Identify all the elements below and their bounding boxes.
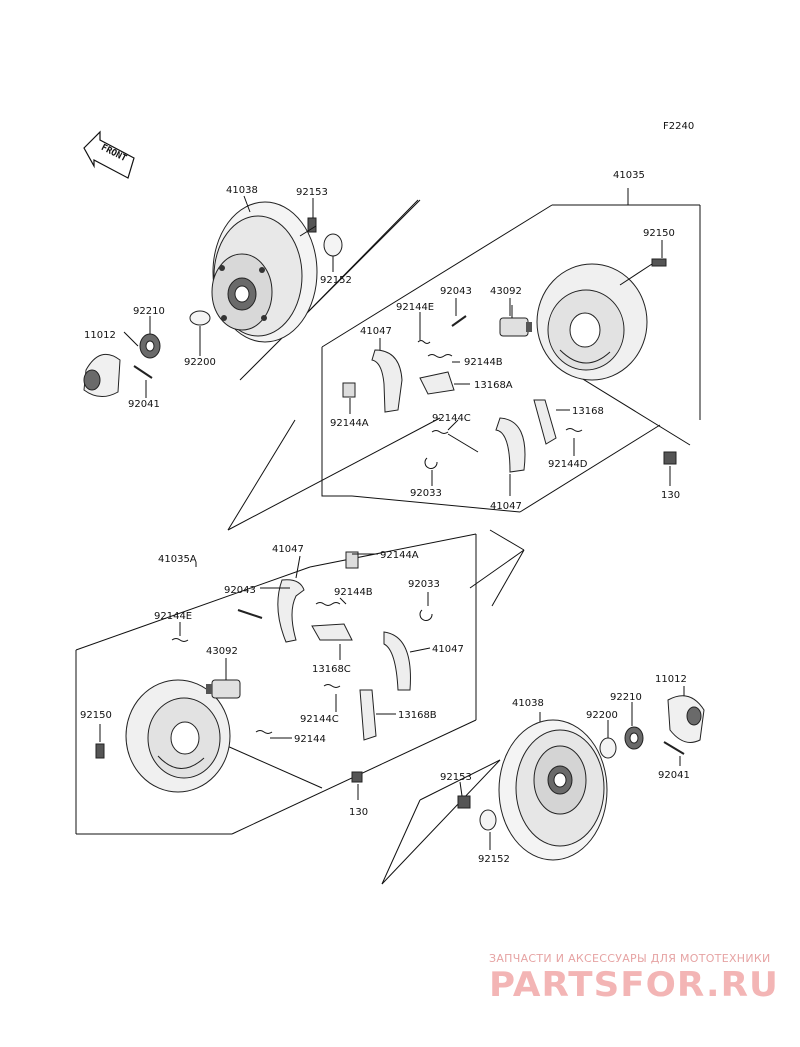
label-upper-cylinder: 43092 — [490, 286, 522, 297]
label-upper-spring-c: 92144C — [432, 413, 471, 424]
leader-lines — [99, 195, 685, 850]
label-lower-bearing: 92210 — [610, 692, 642, 703]
upper-nut — [663, 451, 677, 465]
figure-code: F2240 — [663, 121, 694, 132]
label-lower-cap: 11012 — [655, 674, 687, 685]
upper-lever — [533, 399, 557, 445]
upper-clip — [342, 382, 356, 398]
label-lower-nut: 130 — [349, 807, 368, 818]
label-upper-nut: 130 — [661, 490, 680, 501]
lower-hub-cap — [667, 695, 705, 743]
lower-panel-bolt — [95, 743, 105, 759]
upper-spring-b — [427, 354, 453, 358]
upper-lever-a — [419, 371, 455, 395]
upper-spring-c — [431, 430, 449, 434]
lower-spring-e — [171, 638, 189, 642]
label-upper-lever-a: 13168A — [474, 380, 513, 391]
upper-washer — [323, 233, 343, 257]
label-lower-bleeder: 92043 — [224, 585, 256, 596]
label-lower-shoe-b: 41047 — [432, 644, 464, 655]
upper-bearing — [139, 333, 161, 359]
label-upper-shoe-a: 41047 — [360, 326, 392, 337]
lower-spring-b — [315, 602, 341, 606]
label-lower-lever-b: 13168B — [398, 710, 437, 721]
label-lower-lever-c: 13168C — [312, 664, 351, 675]
lower-spring — [255, 730, 273, 734]
label-upper-shoe-b: 41047 — [490, 501, 522, 512]
label-upper-washer: 92152 — [320, 275, 352, 286]
upper-brake-shoe-a — [371, 349, 403, 413]
watermark: ЗАПЧАСТИ И АКСЕССУАРЫ ДЛЯ МОТОТЕХНИКИ PA… — [489, 952, 779, 1005]
lower-spring-c — [323, 684, 341, 688]
label-lower-spring-b: 92144B — [334, 587, 373, 598]
label-upper-panel-bolt: 92150 — [643, 228, 675, 239]
label-lower-spacer: 92200 — [586, 710, 618, 721]
label-lower-retainer: 92033 — [408, 579, 440, 590]
label-upper-pin: 92041 — [128, 399, 160, 410]
label-upper-spring-d: 92144D — [548, 459, 588, 470]
upper-wheel-cylinder — [499, 305, 532, 337]
upper-backing-plate — [536, 263, 648, 381]
upper-retainer — [424, 457, 438, 469]
upper-assembly-frame — [227, 188, 701, 531]
lower-brake-shoe-b — [383, 631, 411, 691]
label-upper-lever: 13168 — [572, 406, 604, 417]
lower-nut — [351, 771, 363, 783]
label-lower-pin: 92041 — [658, 770, 690, 781]
label-lower-spring: 92144 — [294, 734, 326, 745]
front-arrow-icon: FRONT — [83, 130, 135, 179]
lower-spacer — [599, 737, 617, 759]
upper-brake-drum — [211, 201, 318, 343]
lower-lever-b — [359, 689, 377, 741]
lower-drum-bolt — [457, 795, 471, 809]
upper-brake-shoe-b — [495, 417, 526, 473]
label-upper-bearing: 92210 — [133, 306, 165, 317]
label-lower-washer: 92152 — [478, 854, 510, 865]
label-lower-assy: 41035A — [158, 554, 197, 565]
lower-brake-shoe-a — [277, 579, 305, 643]
label-lower-clip: 92144A — [380, 550, 419, 561]
lower-washer — [479, 809, 497, 831]
label-lower-shoe-a: 41047 — [272, 544, 304, 555]
lower-cotter-pin — [663, 741, 685, 755]
lower-retainer — [419, 609, 433, 621]
upper-hub-cap — [83, 353, 121, 397]
label-lower-cylinder: 43092 — [206, 646, 238, 657]
upper-cotter-pin — [133, 365, 153, 379]
label-lower-spring-e: 92144E — [154, 611, 192, 622]
label-upper-bolt: 92153 — [296, 187, 328, 198]
lower-lever-c — [311, 623, 353, 641]
upper-spring-e — [417, 340, 431, 344]
lower-backing-plate — [125, 679, 231, 793]
label-upper-assy: 41035 — [613, 170, 645, 181]
label-upper-spring-b: 92144B — [464, 357, 503, 368]
upper-panel-bolt — [651, 258, 667, 267]
label-lower-bolt: 92153 — [440, 772, 472, 783]
upper-bleeder — [451, 315, 467, 327]
upper-spacer — [189, 310, 211, 326]
upper-drum-bolt — [299, 217, 317, 237]
label-upper-clip: 92144A — [330, 418, 369, 429]
label-upper-bleeder: 92043 — [440, 286, 472, 297]
label-upper-retainer: 92033 — [410, 488, 442, 499]
watermark-brand: PARTSFOR.RU — [489, 965, 779, 1005]
upper-spring-d — [565, 428, 583, 432]
label-upper-spring-e: 92144E — [396, 302, 434, 313]
lower-brake-drum — [498, 719, 608, 861]
label-upper-spacer: 92200 — [184, 357, 216, 368]
part-number-labels: 41038 92153 92152 92210 11012 92200 9204… — [80, 170, 690, 865]
lower-bearing — [624, 726, 644, 750]
label-upper-cap: 11012 — [84, 330, 116, 341]
watermark-tagline: ЗАПЧАСТИ И АКСЕССУАРЫ ДЛЯ МОТОТЕХНИКИ — [489, 952, 771, 965]
label-lower-spring-c: 92144C — [300, 714, 339, 725]
label-lower-panel-bolt: 92150 — [80, 710, 112, 721]
lower-bleeder — [237, 609, 263, 619]
lower-clip — [345, 551, 359, 569]
label-lower-drum: 41038 — [512, 698, 544, 709]
label-upper-drum: 41038 — [226, 185, 258, 196]
